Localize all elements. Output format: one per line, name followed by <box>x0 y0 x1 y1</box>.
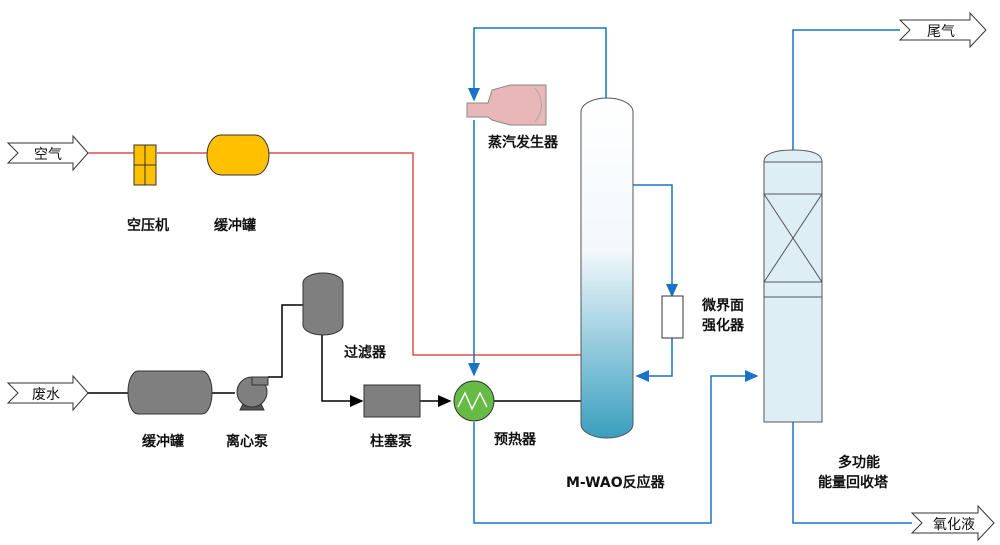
m-wao-reactor: M-WAO反应器 <box>566 97 666 491</box>
wastewater-inlet-arrow: 废水 <box>6 374 89 412</box>
oxidized-liquid-outlet-arrow: 氧化液 <box>910 504 995 542</box>
steam-generator-label: 蒸汽发生器 <box>488 134 559 151</box>
oxidized-liquid-label: 氧化液 <box>933 517 975 533</box>
centrifugal-pump-label: 离心泵 <box>226 433 268 450</box>
centrifugal-pump: 离心泵 <box>226 376 269 450</box>
energy-recovery-tower: 多功能 能量回收塔 <box>763 149 889 491</box>
reactor-label: M-WAO反应器 <box>566 474 666 491</box>
filter: 过滤器 <box>302 272 387 361</box>
water-pipeline <box>88 304 581 407</box>
steam-pipeline <box>468 27 912 524</box>
plunger-pump-label: 柱塞泵 <box>370 433 412 450</box>
steam-generator: 蒸汽发生器 <box>466 84 559 151</box>
tail-gas-outlet-arrow: 尾气 <box>898 11 987 49</box>
micro-interface-intensifier: 微界面 强化器 <box>661 295 745 339</box>
preheater-label: 预热器 <box>494 431 537 448</box>
water-buffer-tank: 缓冲罐 <box>127 370 213 450</box>
micro-interface-label-2: 强化器 <box>702 317 745 334</box>
air-inlet-label: 空气 <box>34 147 62 163</box>
air-buffer-tank-label: 缓冲罐 <box>214 217 256 234</box>
tower-label-1: 多功能 <box>838 454 880 471</box>
air-buffer-tank: 缓冲罐 <box>206 134 270 234</box>
air-compressor: 空压机 <box>127 144 169 234</box>
air-inlet-arrow: 空气 <box>6 134 89 172</box>
plunger-pump: 柱塞泵 <box>363 384 421 450</box>
wastewater-inlet-label: 废水 <box>32 387 60 403</box>
air-compressor-label: 空压机 <box>127 217 169 234</box>
micro-interface-label-1: 微界面 <box>701 297 744 314</box>
tower-label-2: 能量回收塔 <box>818 474 889 491</box>
preheater: 预热器 <box>453 380 537 448</box>
tail-gas-label: 尾气 <box>927 24 955 40</box>
water-buffer-tank-label: 缓冲罐 <box>142 433 184 450</box>
filter-label: 过滤器 <box>344 344 387 361</box>
air-pipeline <box>88 152 581 356</box>
